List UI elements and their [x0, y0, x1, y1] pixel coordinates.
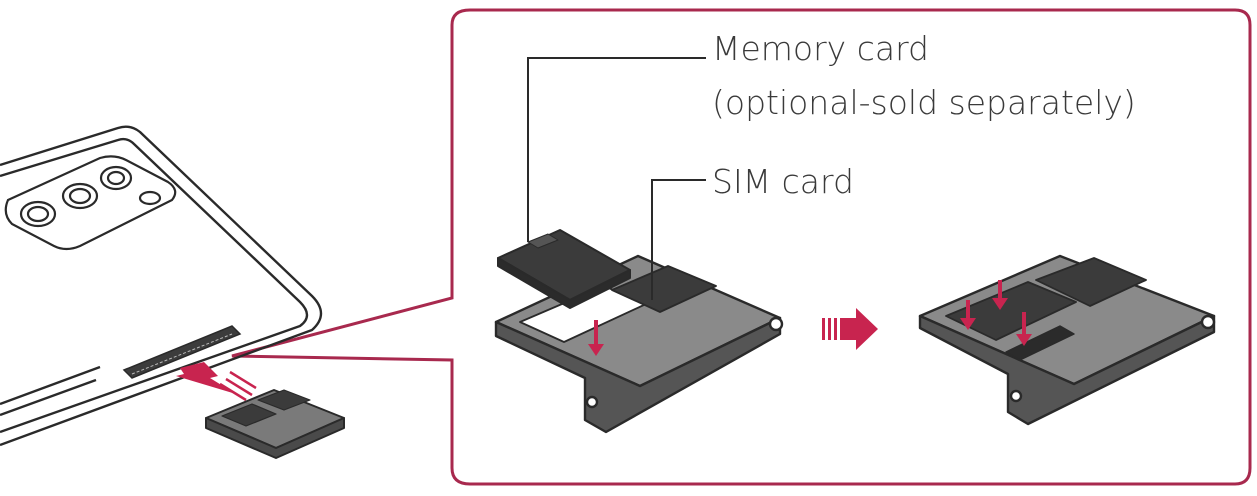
phone-body: [0, 125, 323, 447]
camera-flash-icon: [138, 190, 162, 206]
press-down-arrows: [960, 280, 1032, 346]
sim-card-label: SIM card: [712, 162, 854, 201]
down-arrow-icon: [588, 320, 604, 356]
memory-card: [497, 229, 631, 309]
memory-card-label: Memory card: [712, 29, 929, 68]
sim-card-leader: [651, 179, 706, 300]
small-tray: [205, 389, 345, 459]
callout-frame: [231, 8, 1252, 486]
memory-card-note-label: (optional-sold separately): [712, 83, 1136, 122]
phone-tray-slot: [122, 325, 242, 379]
memory-card-leader: [527, 57, 706, 242]
camera-lens-3-icon: [99, 165, 133, 191]
camera-lens-2-icon: [61, 182, 99, 210]
assembled-tray: [918, 254, 1216, 426]
large-tray: [494, 254, 784, 434]
camera-lens-1-icon: [19, 200, 57, 228]
leader-lines: [527, 57, 706, 300]
next-step-arrow-icon: [822, 308, 878, 350]
insert-arrow-icon: [176, 362, 257, 402]
camera-module: [4, 155, 177, 251]
